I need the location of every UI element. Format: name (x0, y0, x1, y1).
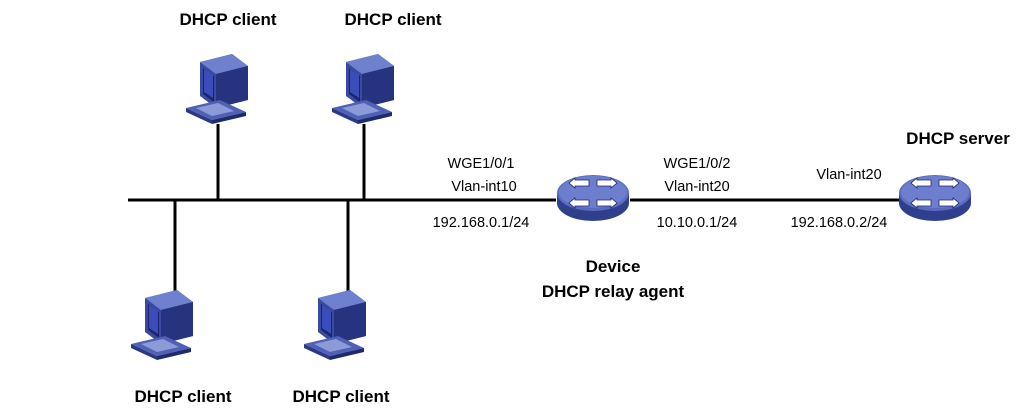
server-name: DHCP server (906, 129, 1010, 148)
relay-device-role: DHCP relay agent (542, 282, 685, 301)
server-vlan: Vlan-int20 (816, 167, 881, 183)
relay-router-icon (556, 174, 630, 222)
relay-right-ip: 10.10.0.1/24 (657, 215, 738, 231)
client-label-top-left: DHCP client (180, 10, 277, 29)
relay-right-port: WGE1/0/2 (664, 156, 731, 172)
relay-left-vlan: Vlan-int10 (451, 179, 516, 195)
relay-right-vlan: Vlan-int20 (664, 179, 729, 195)
client-label-bottom-left: DHCP client (135, 387, 232, 406)
relay-left-port: WGE1/0/1 (448, 156, 515, 172)
computer-icon (186, 54, 248, 124)
relay-left-ip: 192.168.0.1/24 (433, 215, 530, 231)
computer-icon (332, 54, 394, 124)
relay-device-name: Device (586, 257, 641, 276)
client-label-bottom-right: DHCP client (293, 387, 390, 406)
server-ip: 192.168.0.2/24 (791, 215, 888, 231)
computer-icon (131, 290, 193, 360)
server-router-icon (898, 174, 972, 222)
computer-icon (304, 290, 366, 360)
client-label-top-right: DHCP client (345, 10, 442, 29)
